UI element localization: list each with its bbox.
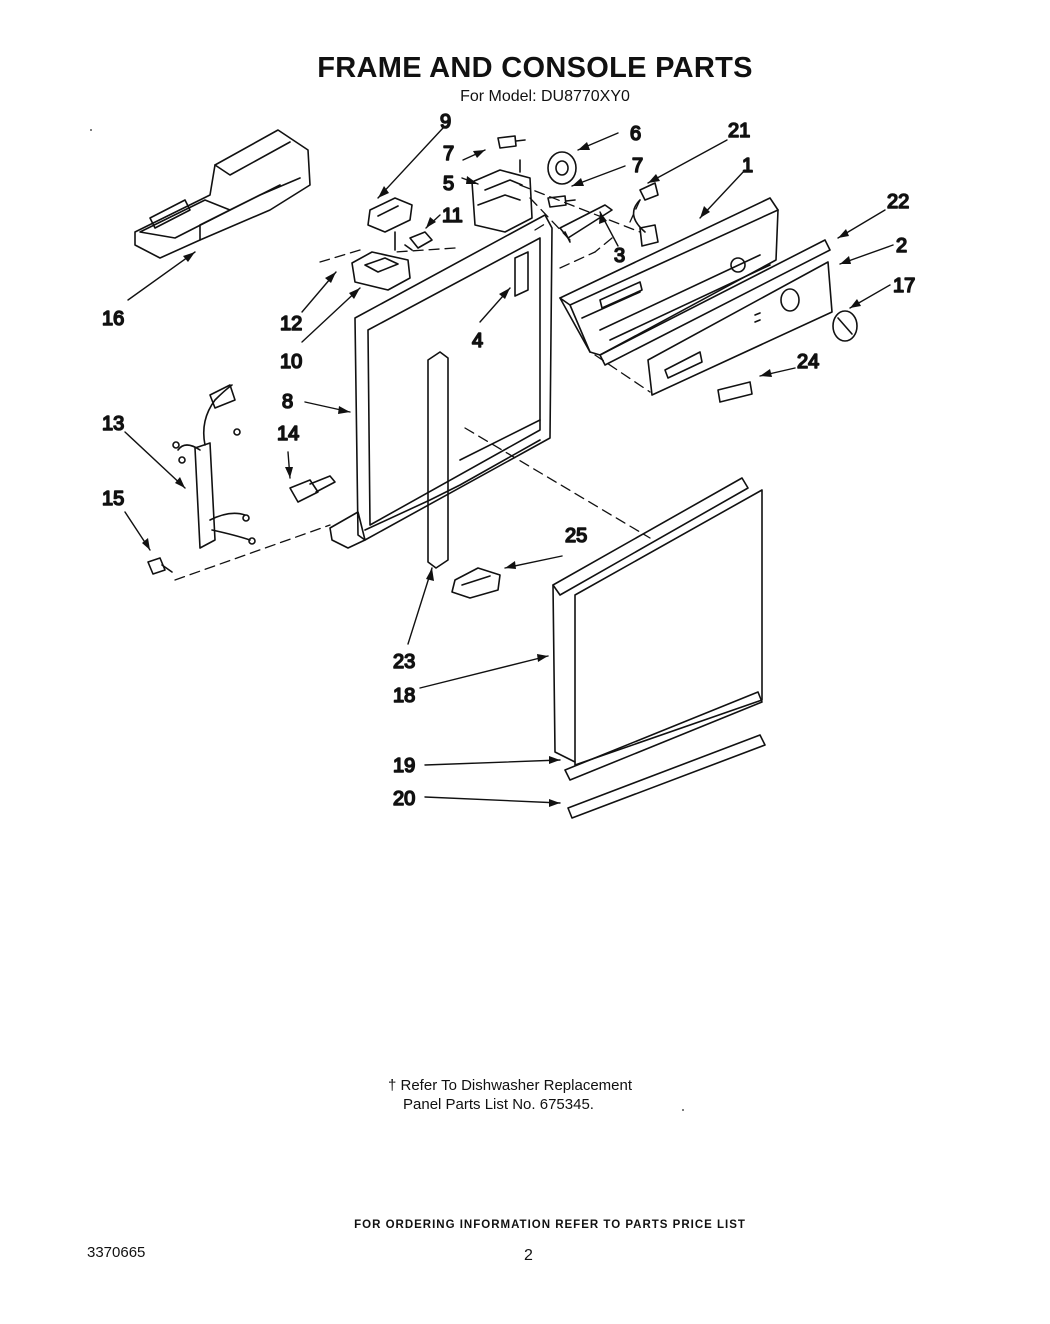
callout-3: 3	[614, 245, 625, 267]
callout-16: 16	[102, 308, 124, 330]
part-20-kick-strip	[567, 734, 766, 819]
part-7-screw-right	[547, 195, 576, 208]
part-6-cam	[547, 151, 577, 185]
callout-18: 18	[393, 685, 415, 707]
callout-5: 5	[443, 173, 454, 195]
leader-lines	[124, 127, 894, 804]
callout-24: 24	[797, 351, 819, 373]
part-16-bracket	[134, 129, 311, 259]
note-line-2: Panel Parts List No. 675345.	[403, 1096, 594, 1113]
part-22-panel-trim	[599, 239, 831, 366]
callout-19: 19	[393, 755, 415, 777]
part-23-gasket	[427, 351, 449, 569]
part-5-switch-assembly	[471, 159, 533, 233]
callout-6: 6	[630, 123, 641, 145]
callout-21: 21	[728, 120, 750, 142]
callout-labels: 1 2 3 4 5 6 7 7 8 9 10 11 12 13 14 15 16…	[101, 110, 916, 811]
part-17-knob	[832, 310, 858, 342]
callout-1: 1	[742, 155, 753, 177]
callout-7-right: 7	[632, 155, 643, 177]
note-line-1: † Refer To Dishwasher Replacement	[388, 1077, 633, 1094]
part-21-harness	[632, 182, 659, 247]
callout-13: 13	[102, 413, 124, 435]
part-24-label	[717, 381, 753, 403]
callout-7-left: 7	[443, 143, 454, 165]
part-13-wire-harness	[172, 384, 256, 549]
part-15-screw	[147, 557, 173, 575]
part-19-bottom-trim	[564, 691, 763, 781]
callout-23: 23	[393, 651, 415, 673]
callout-20: 20	[393, 788, 415, 810]
part-2-console-panel	[647, 261, 833, 396]
part-7-screw-top	[497, 135, 526, 149]
callout-8: 8	[282, 391, 293, 413]
callout-17: 17	[893, 275, 915, 297]
callout-14: 14	[277, 423, 299, 445]
model-subtitle: For Model: DU8770XY0	[460, 88, 630, 105]
part-14-sensor	[289, 475, 336, 503]
scan-specks	[90, 129, 684, 1111]
part-18-door-panel	[552, 477, 763, 766]
page-number: 2	[524, 1247, 533, 1264]
callout-10: 10	[280, 351, 302, 373]
callout-12: 12	[280, 313, 302, 335]
callout-2: 2	[896, 235, 907, 257]
part-25-clip	[451, 567, 501, 599]
leader-arrowheads	[142, 142, 861, 807]
callout-4: 4	[472, 330, 483, 352]
part-11-switch	[404, 231, 433, 251]
assembly-lines	[174, 184, 651, 581]
part-8-door-frame	[329, 214, 553, 549]
callout-9: 9	[440, 111, 451, 133]
callout-15: 15	[102, 488, 124, 510]
page-title: FRAME AND CONSOLE PARTS	[317, 52, 753, 84]
ordering-information: FOR ORDERING INFORMATION REFER TO PARTS …	[354, 1219, 746, 1231]
part-9-switch-bracket	[367, 197, 413, 251]
callout-11: 11	[442, 205, 463, 227]
callout-25: 25	[565, 525, 587, 547]
callout-22: 22	[887, 191, 909, 213]
part-1-console-frame	[559, 197, 779, 356]
document-number: 3370665	[87, 1244, 146, 1261]
replacement-panel-note: † Refer To Dishwasher Replacement Panel …	[388, 1076, 632, 1114]
part-10-latch-housing	[351, 251, 411, 291]
